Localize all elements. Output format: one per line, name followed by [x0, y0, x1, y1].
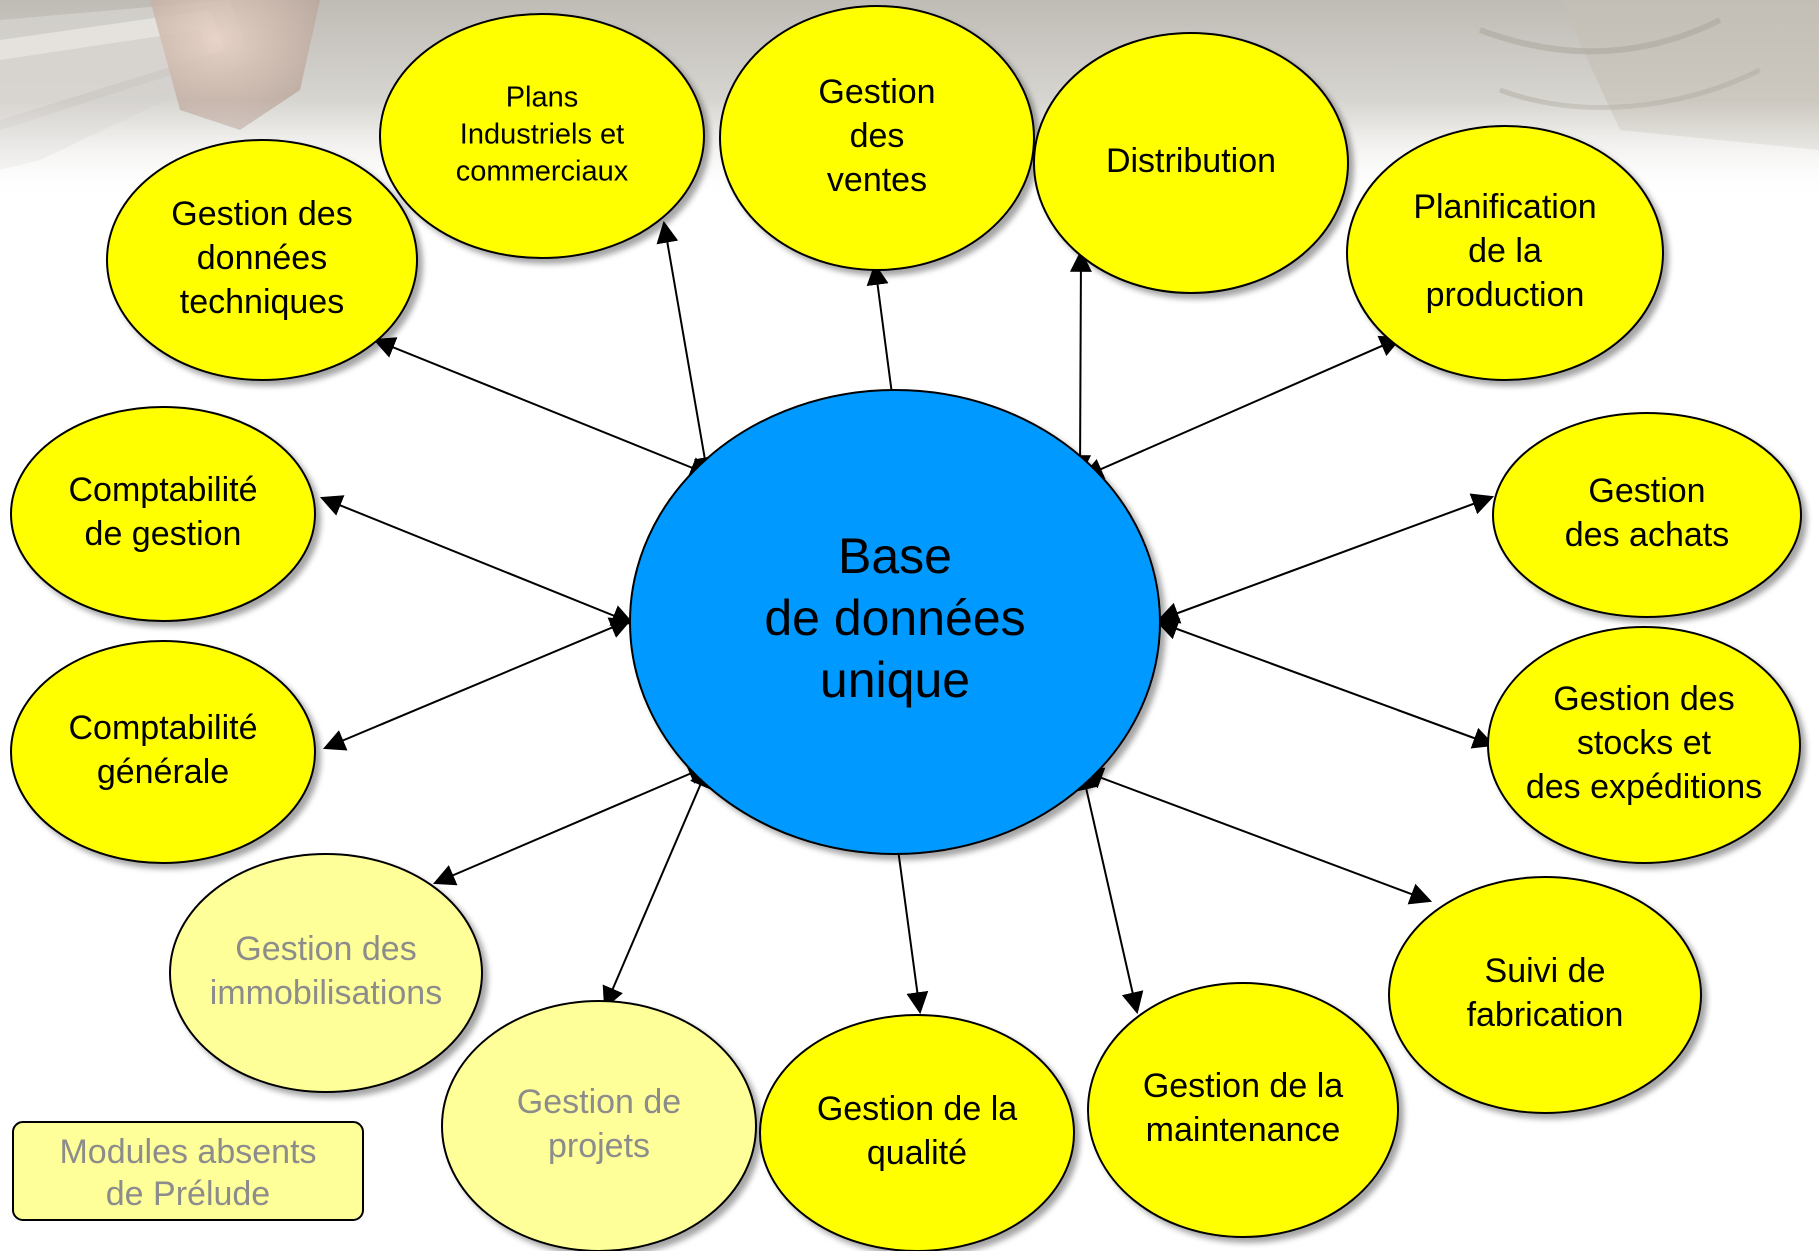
module-gestion-ventes: Gestion des ventes [719, 5, 1035, 271]
connectors [319, 220, 1496, 1015]
module-bubble [1388, 876, 1702, 1114]
module-label-line: Gestion [1588, 472, 1705, 510]
central-database-label-line: Base [838, 528, 952, 584]
module-label-line: production [1426, 276, 1585, 314]
module-label-line: qualité [867, 1134, 967, 1172]
module-suivi-fabrication: Suivi de fabrication [1388, 876, 1702, 1114]
legend-swatch [12, 1121, 364, 1221]
module-gestion-projets: Gestion de projets [441, 1000, 757, 1251]
module-bubble [1492, 412, 1802, 618]
connector-distribution [1069, 249, 1092, 478]
connector-planification-production [1080, 335, 1403, 480]
module-label-line: Suivi de [1485, 952, 1606, 990]
module-distribution: Distribution [1033, 32, 1349, 294]
central-database-bubble [629, 389, 1161, 855]
module-label-line: Distribution [1106, 142, 1276, 180]
legend-label-line-2: de Prélude [106, 1175, 270, 1213]
module-label-line: Gestion [818, 73, 935, 111]
module-bubble [169, 853, 483, 1093]
connector-comptabilite-gestion [319, 495, 635, 626]
module-label-line: projets [548, 1127, 650, 1165]
module-label-line: Comptabilité [69, 709, 258, 747]
module-label-line: Gestion des [171, 195, 352, 233]
connector-plans-industriels [656, 220, 716, 480]
module-label-line: de gestion [85, 515, 242, 553]
module-label-line: de la [1468, 232, 1542, 270]
module-label-line: commerciaux [456, 156, 629, 188]
module-label-line: Industriels et [460, 119, 624, 151]
connector-gestion-projets [602, 764, 711, 1010]
module-label-line: ventes [827, 161, 927, 199]
legend: Modules absents de Prélude [12, 1121, 364, 1221]
module-label-line: données [197, 239, 327, 277]
module-gestion-donnees-techniques: Gestion des données techniques [106, 139, 418, 381]
module-bubble [1487, 626, 1801, 864]
module-bubble [719, 5, 1035, 271]
module-bubble [10, 406, 316, 622]
module-bubble [759, 1014, 1075, 1251]
module-label-line: Gestion des [1553, 680, 1734, 718]
module-comptabilite-gestion: Comptabilité de gestion [10, 406, 316, 622]
central-database-label-line: de données [764, 590, 1025, 646]
module-bubble [106, 139, 418, 381]
connector-gestion-maintenance [1075, 767, 1144, 1015]
module-label-line: maintenance [1146, 1111, 1341, 1149]
module-gestion-stocks: Gestion des stocks et des expéditions [1487, 626, 1801, 864]
connector-gestion-immobilisations [432, 763, 711, 886]
connector-gestion-achats [1156, 493, 1495, 624]
connector-gestion-donnees-techniques [372, 337, 713, 478]
module-bubble [1033, 32, 1349, 294]
module-bubble [441, 1000, 757, 1251]
module-planification-production: Planification de la production [1346, 125, 1664, 381]
connector-suivi-fabrication [1080, 767, 1433, 905]
module-label-line: Plans [506, 82, 579, 114]
module-label-line: des [850, 117, 905, 155]
module-label-line: Planification [1413, 188, 1596, 226]
module-bubble [10, 640, 316, 864]
module-label-line: stocks et [1577, 724, 1712, 762]
central-database: Base de données unique [629, 389, 1161, 855]
legend-label-line-1: Modules absents [59, 1133, 316, 1171]
module-label-line: Gestion de [517, 1083, 681, 1121]
module-bubble [1346, 125, 1664, 381]
module-label-line: techniques [180, 283, 344, 321]
module-label-line: fabrication [1467, 996, 1624, 1034]
module-label-line: Gestion des [235, 930, 416, 968]
connector-gestion-qualite [886, 824, 929, 1015]
module-label-line: des achats [1565, 516, 1729, 554]
module-label-line: immobilisations [210, 974, 442, 1012]
connector-gestion-stocks [1155, 618, 1496, 749]
module-label-line: Gestion de la [1143, 1067, 1343, 1105]
module-bubble [1087, 982, 1399, 1238]
module-label-line: générale [97, 753, 229, 791]
module-gestion-immobilisations: Gestion des immobilisations [169, 853, 483, 1093]
module-label-line: Comptabilité [69, 471, 258, 509]
module-bubble [379, 13, 705, 259]
module-gestion-qualite: Gestion de la qualité [759, 1014, 1075, 1251]
module-gestion-maintenance: Gestion de la maintenance [1087, 982, 1399, 1238]
module-gestion-achats: Gestion des achats [1492, 412, 1802, 618]
module-comptabilite-generale: Comptabilité générale [10, 640, 316, 864]
central-database-label-line: unique [820, 652, 970, 708]
module-label-line: des expéditions [1526, 768, 1762, 806]
module-label-line: Gestion de la [817, 1090, 1017, 1128]
connector-comptabilite-generale [322, 617, 633, 751]
